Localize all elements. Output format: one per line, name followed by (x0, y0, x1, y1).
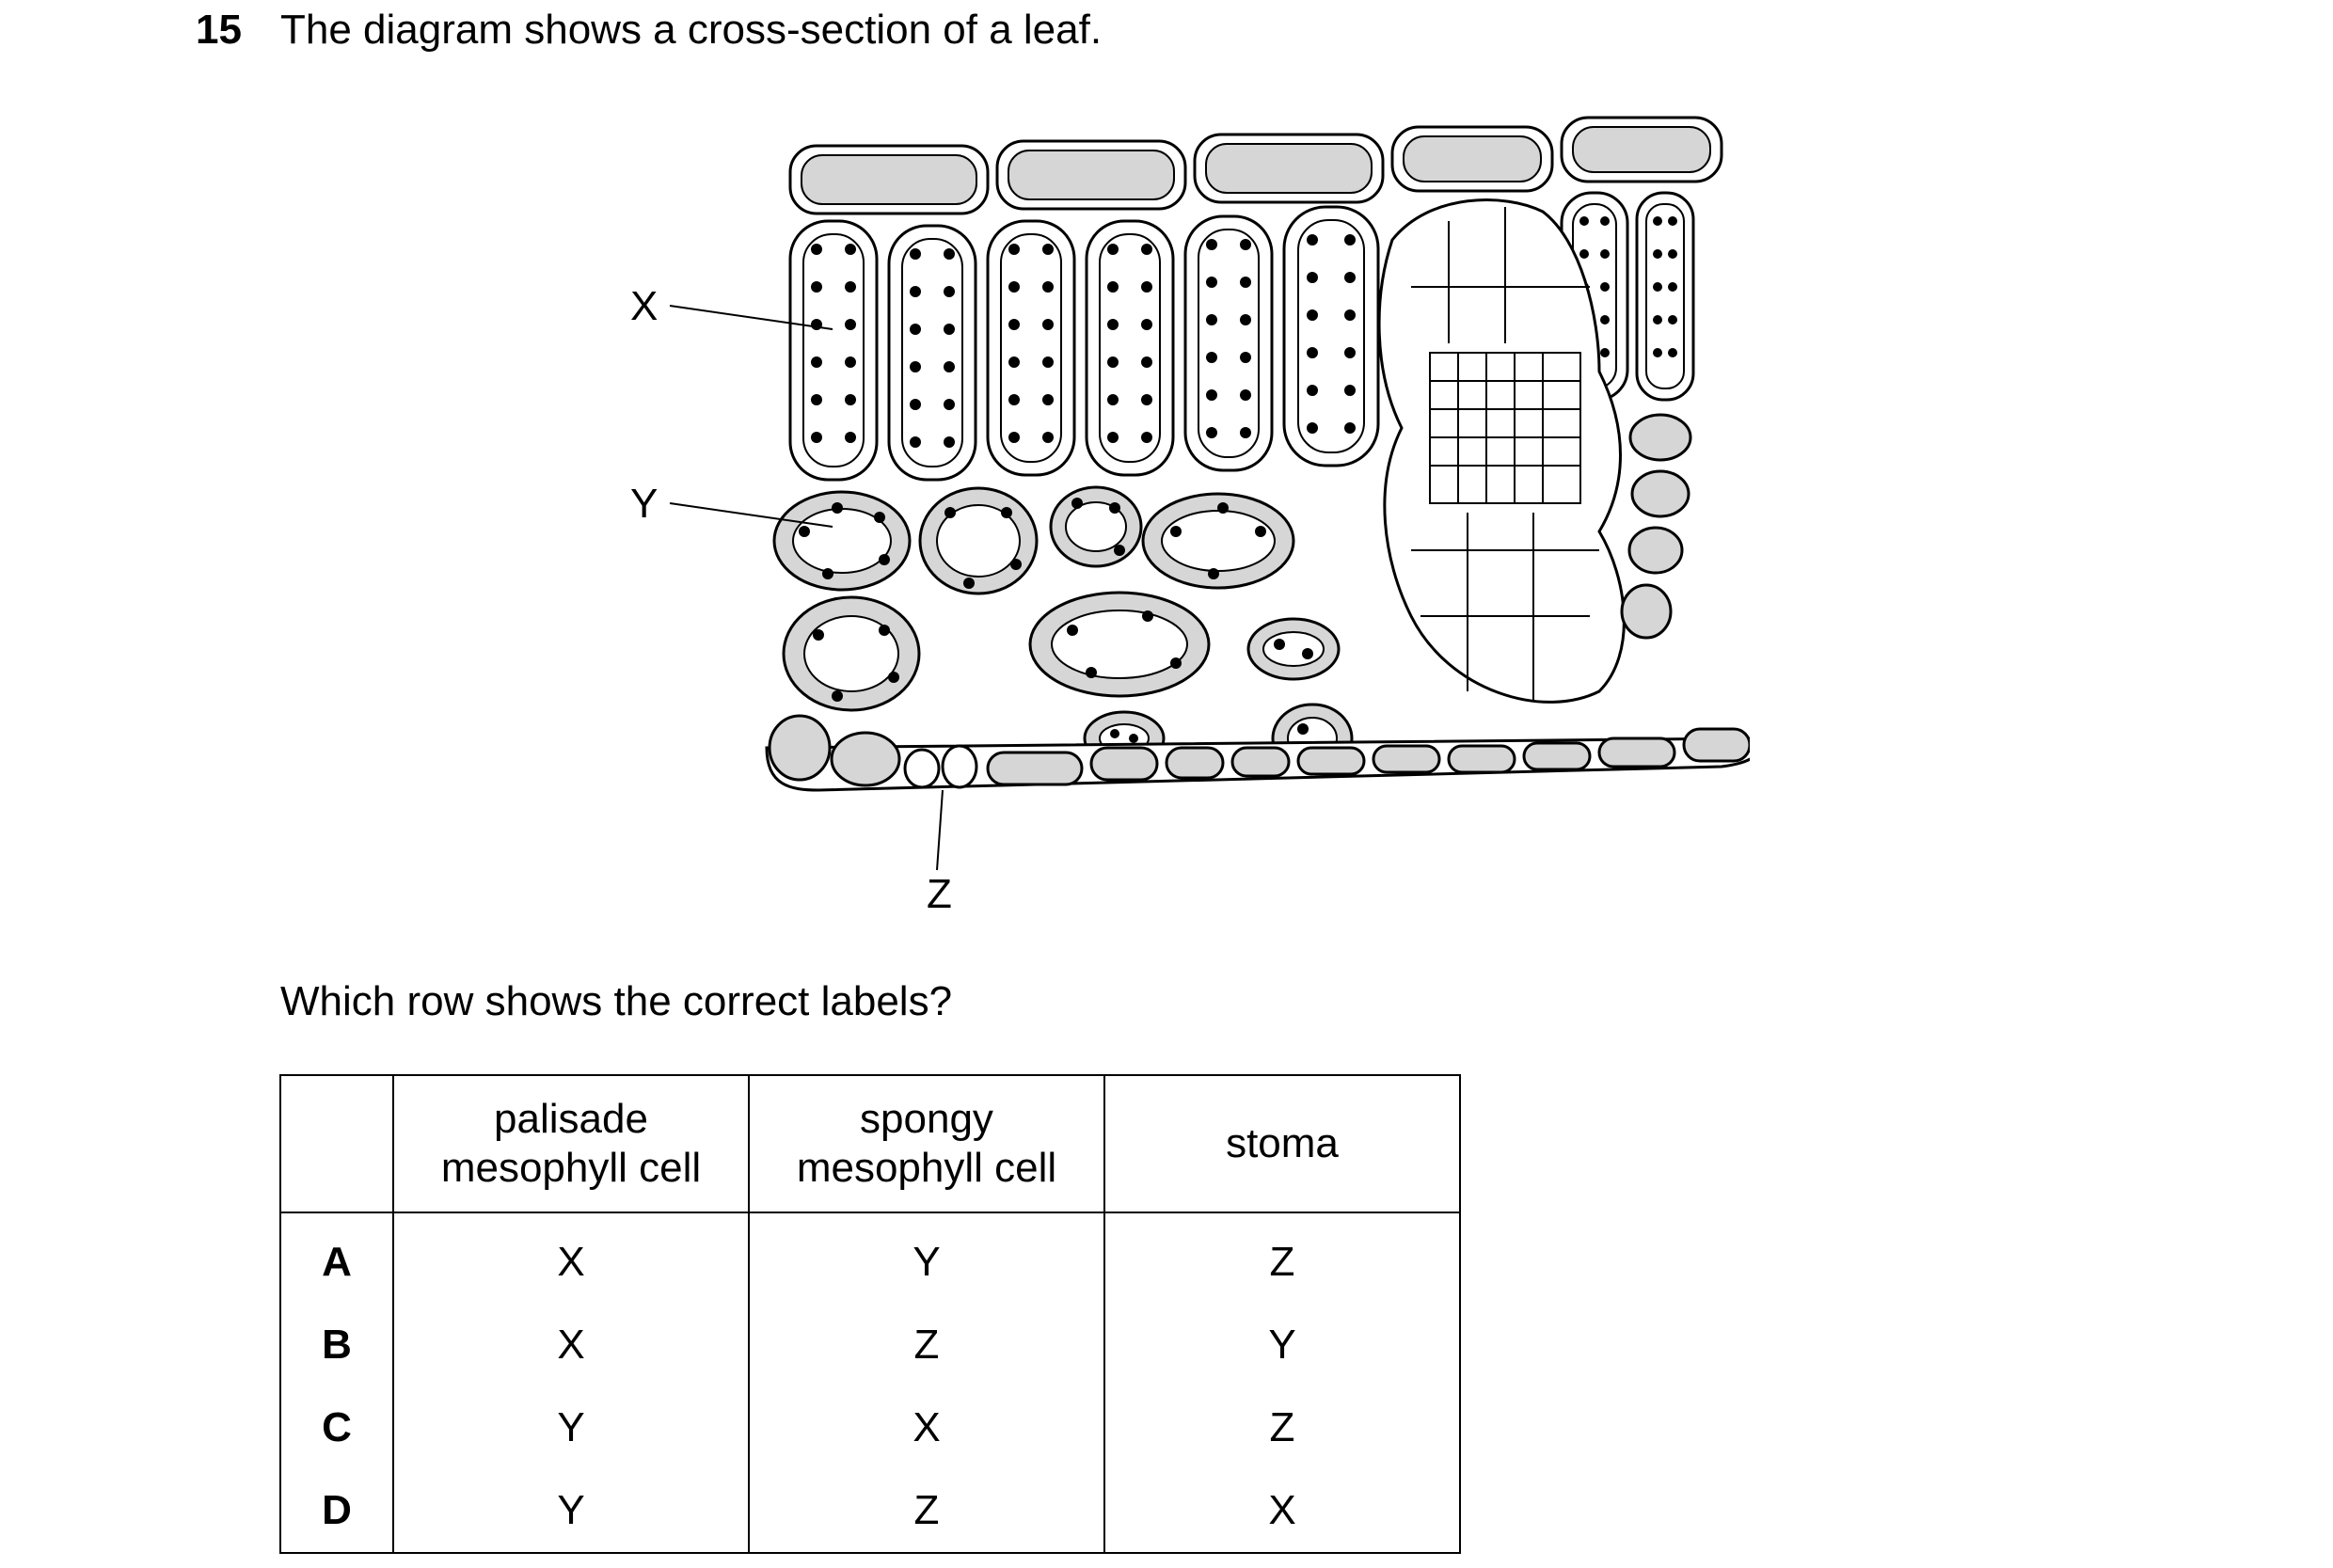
upper-epidermis-inner (801, 126, 1711, 205)
row-key: C (279, 1386, 394, 1469)
table-cell: Z (748, 1304, 1105, 1386)
table-header-cell: palisade mesophyll cell (392, 1074, 750, 1213)
table-cell: X (748, 1386, 1105, 1469)
table-cell: Z (748, 1469, 1105, 1554)
table-cell: Y (1103, 1304, 1461, 1386)
vascular-cells (1411, 207, 1599, 701)
lower-epidermis (765, 714, 1750, 792)
table-header-row: palisade mesophyll cell spongy mesophyll… (279, 1074, 1461, 1213)
table-header-cell: spongy mesophyll cell (748, 1074, 1105, 1213)
row-key: D (279, 1469, 394, 1554)
table-cell: X (392, 1304, 750, 1386)
table-cell: Z (1103, 1212, 1461, 1304)
label-z: Z (927, 871, 952, 917)
table-cell: Y (748, 1212, 1105, 1304)
label-y: Y (630, 481, 658, 527)
chloroplasts (811, 216, 1677, 448)
answer-table: palisade mesophyll cell spongy mesophyll… (279, 1074, 1461, 1554)
row-key: B (279, 1304, 394, 1386)
table-row[interactable]: C Y X Z (279, 1386, 1461, 1469)
table-header-cell (279, 1074, 394, 1213)
table-row[interactable]: D Y Z X (279, 1469, 1461, 1554)
question-prompt: Which row shows the correct labels? (280, 978, 953, 1024)
label-lines (669, 305, 944, 871)
right-side-cells (1620, 413, 1692, 640)
table-cell: Y (392, 1469, 750, 1554)
label-x: X (630, 283, 658, 329)
table-header-cell: stoma (1103, 1074, 1461, 1213)
table-cell: X (392, 1212, 750, 1304)
table-row[interactable]: B X Z Y (279, 1304, 1461, 1386)
table-cell: X (1103, 1469, 1461, 1554)
row-key: A (279, 1212, 394, 1304)
question-text: The diagram shows a cross-section of a l… (280, 7, 1103, 53)
question-number: 15 (196, 7, 242, 53)
spongy-chloroplasts (799, 498, 1327, 753)
table-row[interactable]: A X Y Z (279, 1212, 1461, 1304)
table-cell: Y (392, 1386, 750, 1469)
table-cell: Z (1103, 1386, 1461, 1469)
leaf-cross-section-diagram: X Y Z (630, 116, 1750, 917)
